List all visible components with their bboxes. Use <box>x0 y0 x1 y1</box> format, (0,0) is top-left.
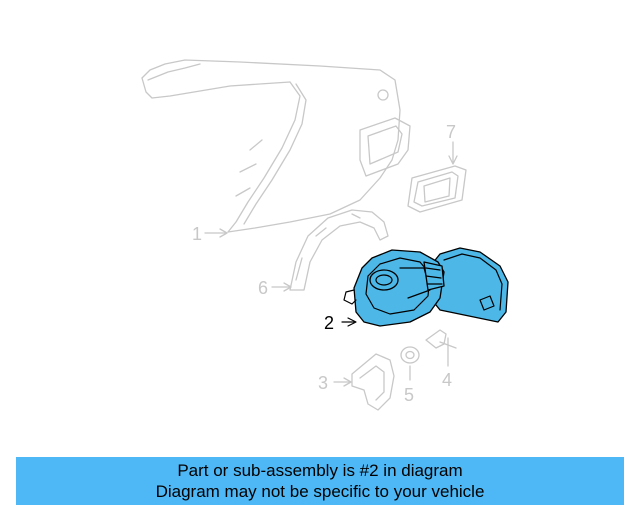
actuator-part-3 <box>333 353 395 411</box>
gasket-part-7 <box>407 141 467 213</box>
splash-shield-part-6 <box>271 209 389 292</box>
callout-1: 1 <box>192 224 202 244</box>
clip-part-4 <box>425 329 457 367</box>
callout-7: 7 <box>446 122 456 142</box>
caption-line-2: Diagram may not be specific to your vehi… <box>155 482 485 501</box>
leader-arrow-1 <box>219 228 228 238</box>
caption-banner: Part or sub-assembly is #2 in diagram Di… <box>16 457 624 505</box>
caption-line-1: Part or sub-assembly is #2 in diagram <box>177 461 463 480</box>
quarter-panel-part-1 <box>141 59 411 233</box>
callout-5: 5 <box>404 385 414 405</box>
callout-2: 2 <box>324 313 334 333</box>
callout-3: 3 <box>318 373 328 393</box>
callout-6: 6 <box>258 278 268 298</box>
parts-diagram: 1 2 3 4 5 6 7 <box>141 59 509 411</box>
grommet-part-5 <box>400 346 420 381</box>
fuel-door-assembly-part-2 <box>341 247 509 327</box>
callout-4: 4 <box>442 370 452 390</box>
